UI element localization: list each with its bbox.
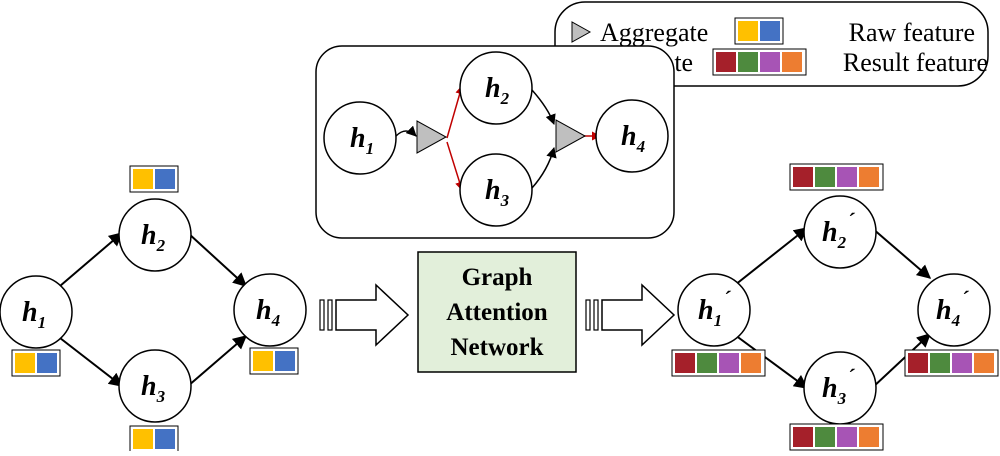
legend-result-feature-swatch <box>712 48 807 76</box>
svg-text:h1: h1 <box>350 123 374 158</box>
svg-text:h4: h4 <box>256 295 280 330</box>
legend-raw-feature-swatch <box>734 17 784 45</box>
inset-update-edge-h2 <box>446 85 465 139</box>
input-edge-h1-h3 <box>59 337 124 387</box>
inset-node-h4: h4 <box>595 99 669 173</box>
svg-text:h2´: h2´ <box>822 208 855 252</box>
output-node-h2: h2´ <box>803 195 877 269</box>
legend-raw-feature-label: Raw feature <box>849 18 975 47</box>
result-feature-box-h4 <box>904 349 999 377</box>
output-edge-h1-h2 <box>734 227 809 286</box>
svg-text:h3: h3 <box>141 371 166 406</box>
inset-edge-h3-agg <box>531 146 557 189</box>
raw-feature-box-h3 <box>129 425 179 453</box>
inset-node-h3: h3 <box>459 153 533 227</box>
gat-box-line-3: Network <box>450 334 543 361</box>
flow-arrow-in <box>319 283 410 347</box>
svg-text:h1´: h1´ <box>698 286 731 330</box>
raw-feature-box-h4 <box>249 347 299 375</box>
inset-frame <box>315 45 675 239</box>
result-feature-box-h3 <box>789 423 884 451</box>
output-node-h4: h4´ <box>917 273 991 347</box>
output-edge-h1-h3 <box>734 334 809 389</box>
inset-node-h1: h1 <box>323 101 397 175</box>
input-edge-h3-h4 <box>187 335 248 387</box>
output-edge-h3-h4 <box>871 333 932 389</box>
process-inset: h1 h2 h3 h4 <box>315 45 675 239</box>
gat-box-line-2: Attention <box>446 299 547 326</box>
svg-text:h2: h2 <box>141 220 166 255</box>
svg-text:h1: h1 <box>22 297 46 332</box>
input-graph: h1 h2 h3 h4 <box>0 165 307 453</box>
flow-arrow-out <box>585 283 676 347</box>
input-node-h1: h1 <box>0 275 73 349</box>
input-edge-h2-h4 <box>187 232 248 287</box>
gat-box-line-1: Graph <box>462 264 533 291</box>
svg-text:h4´: h4´ <box>936 286 969 330</box>
result-feature-box-h2 <box>789 163 884 191</box>
result-feature-box-h1 <box>671 349 766 377</box>
svg-text:h4: h4 <box>621 121 645 156</box>
raw-feature-box-h1 <box>11 349 61 377</box>
gat-box: Graph Attention Network <box>417 251 577 373</box>
inset-edge-h2-agg <box>531 89 556 125</box>
inset-aggregate-icon <box>555 119 587 153</box>
legend-result-feature-label: Result feature <box>843 48 988 77</box>
input-node-h2: h2 <box>118 198 192 272</box>
aggregate-icon <box>571 21 592 43</box>
svg-text:h3´: h3´ <box>822 364 855 408</box>
input-edge-h1-h2 <box>59 232 124 287</box>
output-graph: h1´ h2´ h3´ h4´ <box>671 163 999 451</box>
legend-aggregate-label: Aggregate <box>600 18 708 47</box>
output-node-h1: h1´ <box>677 273 751 347</box>
output-node-h3: h3´ <box>803 351 877 425</box>
inset-edge-h1-agg <box>395 125 417 137</box>
input-node-h4: h4 <box>233 273 307 347</box>
svg-text:h2: h2 <box>485 73 510 108</box>
output-edge-h2-h4 <box>871 227 932 279</box>
inset-aggregate-icon <box>416 120 448 154</box>
input-node-h3: h3 <box>118 349 192 423</box>
inset-node-h2: h2 <box>459 51 533 125</box>
inset-update-edge-h3 <box>446 141 464 191</box>
raw-feature-box-h2 <box>129 165 179 193</box>
svg-text:h3: h3 <box>485 175 510 210</box>
